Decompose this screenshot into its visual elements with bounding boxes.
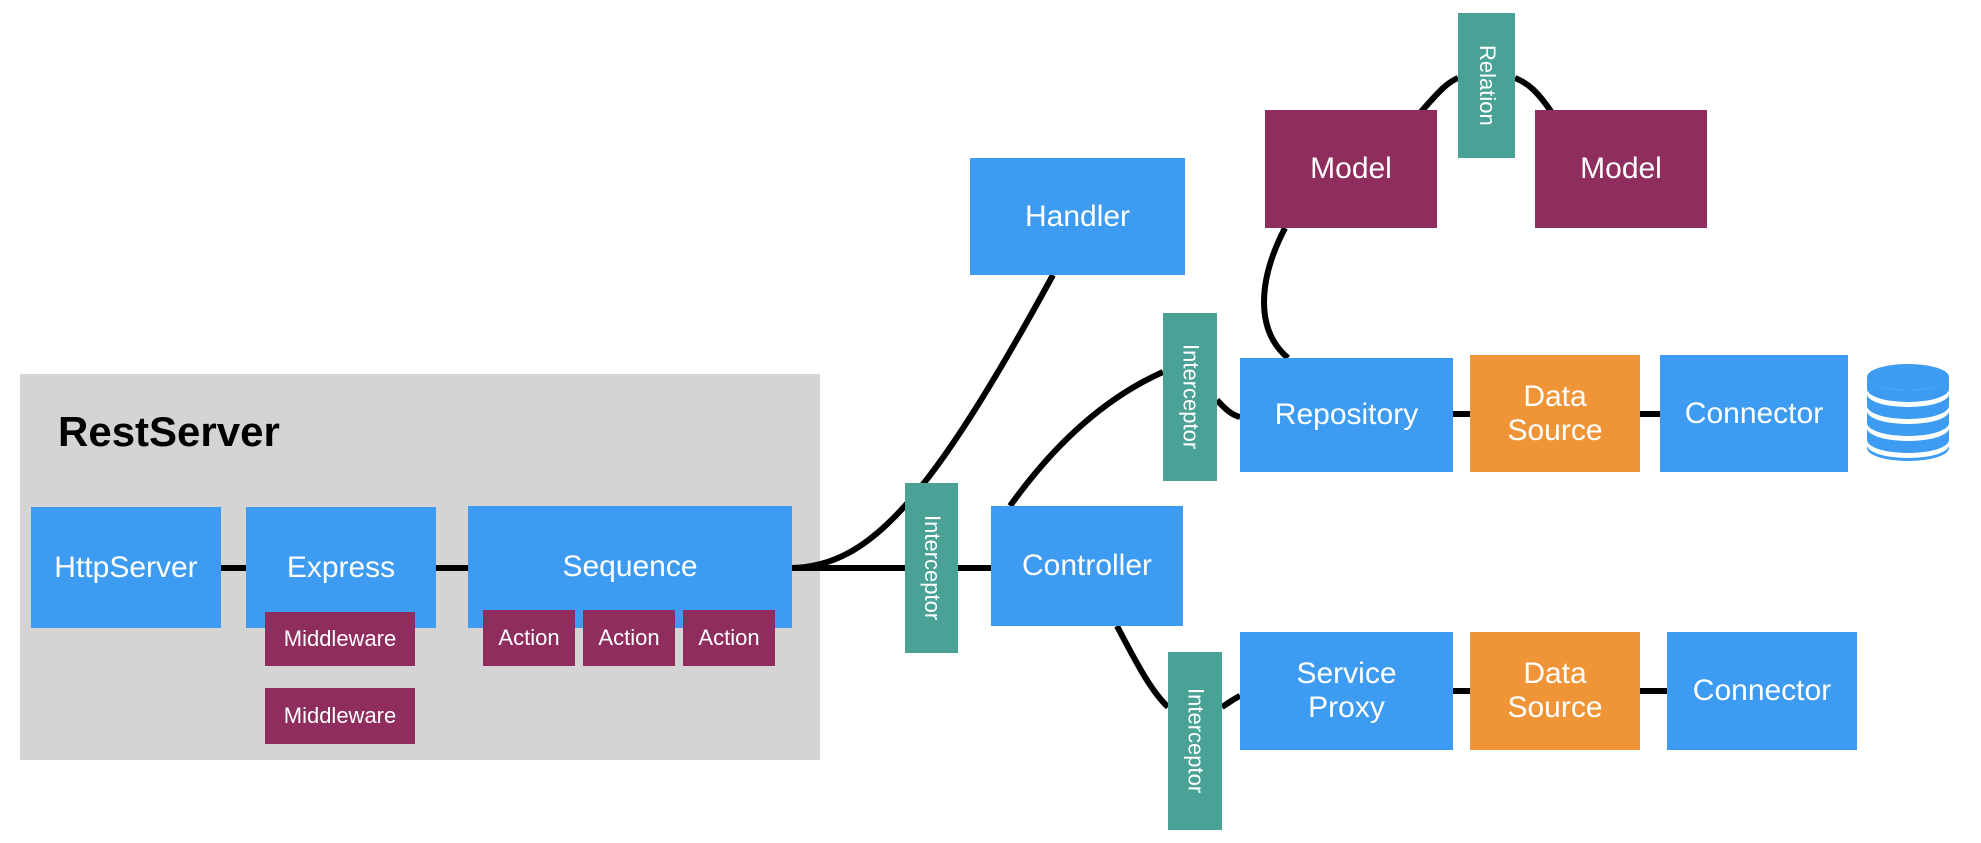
database-icon [1867, 364, 1949, 461]
connection-controller-interceptor-service [1114, 624, 1171, 710]
node-connector-repository[interactable]: Connector [1660, 355, 1848, 472]
node-action-1[interactable]: Action [483, 610, 575, 666]
node-repository[interactable]: Repository [1240, 358, 1453, 472]
connection-model1-relation [1417, 75, 1460, 115]
node-connector-service[interactable]: Connector [1667, 632, 1857, 750]
node-relation[interactable]: Relation [1458, 13, 1515, 158]
restserver-title: RestServer [58, 408, 280, 455]
node-model-1[interactable]: Model [1265, 110, 1437, 228]
node-express[interactable]: Express [246, 507, 436, 628]
node-service-proxy[interactable]: Service Proxy [1240, 632, 1453, 750]
connection-relation-model2 [1513, 75, 1555, 115]
connection-interceptor-service-proxy-link [1220, 693, 1242, 710]
connection-controller-interceptor-repository [1007, 369, 1165, 508]
node-datasource-service[interactable]: Data Source [1470, 632, 1640, 750]
node-interceptor-repository[interactable]: Interceptor [1163, 313, 1217, 481]
node-controller[interactable]: Controller [991, 506, 1183, 626]
node-interceptor-sequence[interactable]: Interceptor [905, 483, 958, 653]
connection-model-repository [1261, 226, 1291, 361]
node-action-3[interactable]: Action [683, 610, 775, 666]
node-middleware-2[interactable]: Middleware [265, 688, 415, 744]
node-model-2[interactable]: Model [1535, 110, 1707, 228]
node-handler[interactable]: Handler [970, 158, 1185, 275]
node-datasource-repository[interactable]: Data Source [1470, 355, 1640, 472]
node-action-2[interactable]: Action [583, 610, 675, 666]
node-sequence[interactable]: Sequence [468, 506, 792, 628]
node-middleware-1[interactable]: Middleware [265, 612, 415, 666]
connection-interceptor-repository-repository [1214, 397, 1241, 420]
node-httpserver[interactable]: HttpServer [31, 507, 221, 628]
node-interceptor-service-proxy[interactable]: Interceptor [1168, 652, 1222, 830]
